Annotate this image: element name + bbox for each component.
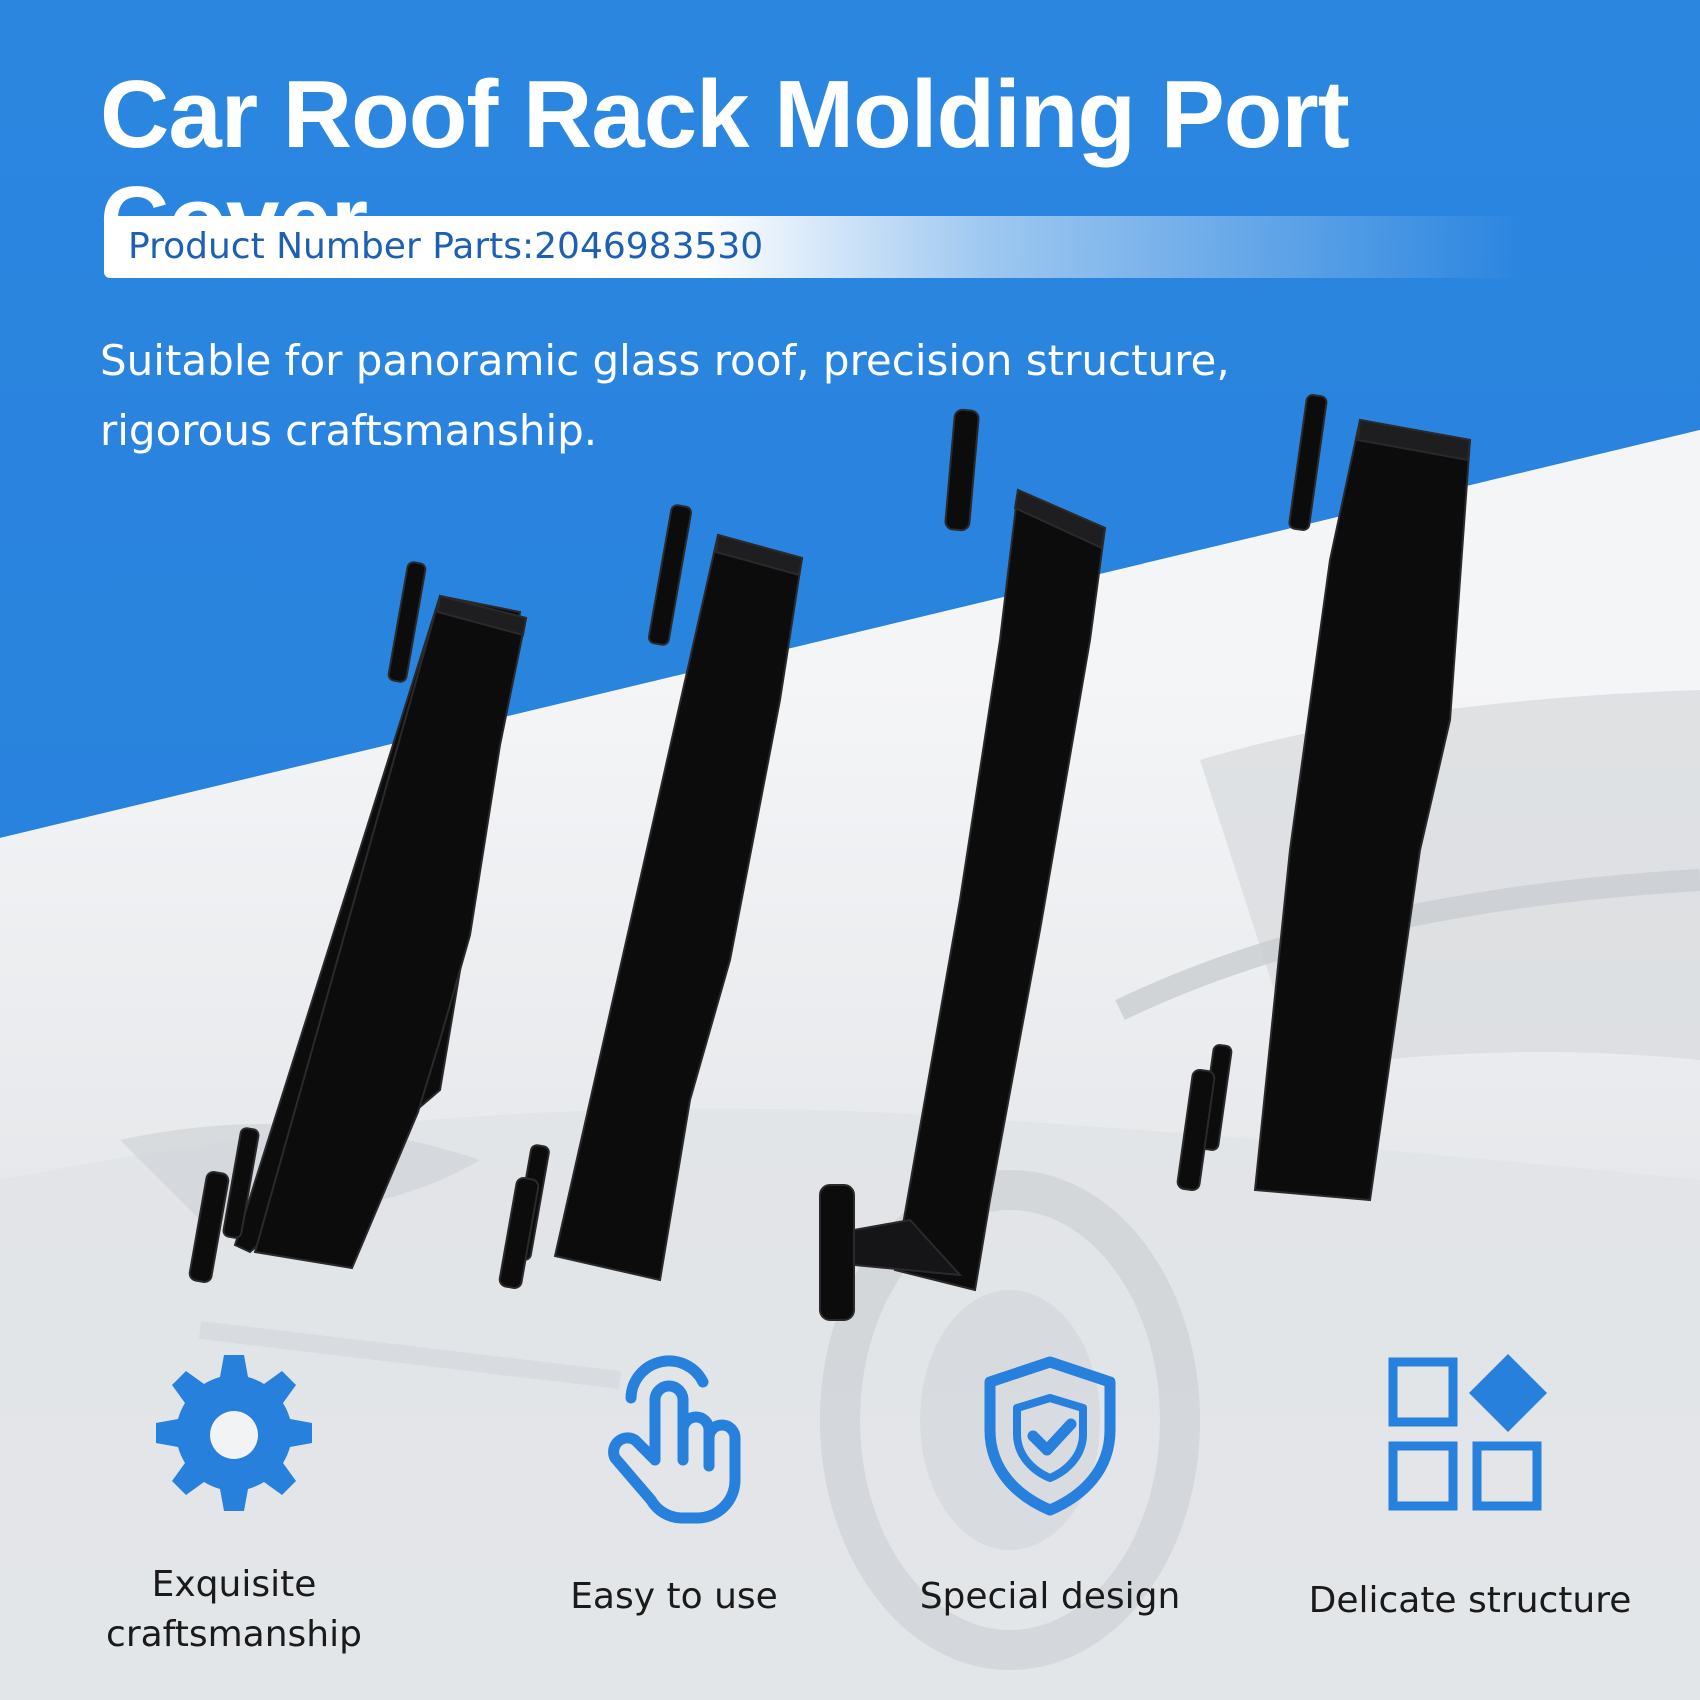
roof-rack-cover-4	[1176, 394, 1472, 1202]
tagline-line-1: Suitable for panoramic glass roof, preci…	[100, 336, 1230, 385]
product-tagline: Suitable for panoramic glass roof, preci…	[100, 326, 1400, 466]
feature-delicate-structure: Delicate structure	[1290, 1350, 1650, 1650]
feature-label: Exquisite craftsmanship	[106, 1564, 362, 1655]
feature-exquisite-craftsmanship: Exquisite craftsmanship	[54, 1350, 414, 1655]
feature-label: Special design	[919, 1576, 1181, 1617]
roof-rack-cover-2	[498, 504, 804, 1289]
feature-special-design: Special design	[870, 1350, 1230, 1650]
roof-rack-cover-3	[819, 408, 1107, 1321]
feature-label: Delicate structure	[1308, 1580, 1632, 1621]
grid-diamond-icon	[1290, 1350, 1650, 1530]
product-number: Product Number Parts:2046983530	[128, 226, 764, 267]
feature-easy-to-use: Easy to use	[494, 1350, 854, 1650]
shield-check-icon	[870, 1350, 1230, 1530]
roof-rack-cover-1	[188, 561, 528, 1283]
gear-icon	[54, 1350, 414, 1530]
feature-label: Easy to use	[570, 1576, 778, 1617]
product-number-bar	[104, 216, 1524, 278]
tagline-line-2: rigorous craftsmanship.	[100, 406, 598, 455]
hand-pointer-icon	[494, 1350, 854, 1530]
